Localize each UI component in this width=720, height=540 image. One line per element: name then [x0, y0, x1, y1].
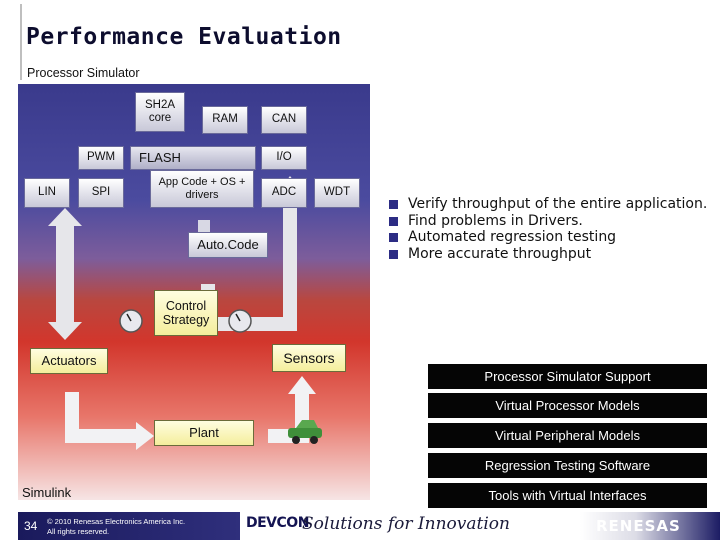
can-label: CAN [271, 113, 297, 126]
wdt-label: WDT [323, 186, 351, 199]
gauge-icon-right [228, 309, 252, 333]
bullet-text: Automated regression testing [408, 229, 617, 246]
bullet-item: Find problems in Drivers. [389, 213, 709, 230]
footer-bar [18, 512, 240, 540]
simulator-diagram: SH2A core RAM CAN PWM FLASH I/O LIN SPI … [18, 84, 370, 500]
brand-bar [580, 512, 720, 540]
page-subtitle: Processor Simulator [27, 66, 140, 80]
copyright: © 2010 Renesas Electronics America Inc. … [47, 517, 227, 537]
flash-box: FLASH [130, 146, 256, 170]
actuators-plant-arrow [65, 392, 154, 450]
bullet-square-icon [389, 200, 398, 209]
adc-box: ADC [261, 178, 307, 208]
ram-box: RAM [202, 106, 248, 134]
simulink-label: Simulink [22, 485, 72, 500]
auto-code-box: Auto.Code [188, 232, 268, 258]
auto-code-label: Auto.Code [197, 236, 259, 252]
bullet-item: Automated regression testing [389, 229, 709, 246]
control-strategy-box: Control Strategy [154, 290, 218, 336]
flash-label: FLASH [139, 150, 181, 165]
page-number: 34 [24, 519, 38, 533]
page-title: Performance Evaluation [26, 24, 342, 50]
pwm-label: PWM [86, 151, 116, 164]
title-rule [20, 4, 22, 80]
lin-label: LIN [38, 186, 56, 199]
app-code-box: App Code + OS + drivers [150, 170, 254, 208]
bullet-square-icon [389, 233, 398, 243]
bullet-square-icon [389, 216, 398, 226]
car-icon [288, 420, 322, 444]
actuators-label: Actuators [41, 352, 97, 368]
bullet-list: Verify throughput of the entire applicat… [389, 196, 709, 262]
app-code-label: App Code + OS + drivers [158, 176, 246, 201]
actuators-box: Actuators [30, 348, 108, 374]
bullet-text: Find problems in Drivers. [408, 212, 583, 229]
renesas-logo: RENESAS [596, 517, 681, 535]
lin-actuators-double-arrow [48, 208, 82, 340]
bullet-text: More accurate throughput [408, 245, 592, 262]
bullet-item: Verify throughput of the entire applicat… [389, 196, 709, 213]
tagline: Solutions for Innovation [302, 514, 510, 534]
wdt-box: WDT [314, 178, 360, 208]
copyright-line-1: © 2010 Renesas Electronics America Inc. [47, 517, 186, 526]
pwm-box: PWM [78, 146, 124, 170]
support-box-virtual-processor: Virtual Processor Models [428, 393, 707, 418]
sensors-label: Sensors [283, 349, 335, 366]
support-box-regression-testing: Regression Testing Software [428, 453, 707, 478]
support-box-processor-simulator: Processor Simulator Support [428, 364, 707, 389]
support-box-virtual-interfaces: Tools with Virtual Interfaces [428, 483, 707, 508]
lin-box: LIN [24, 178, 70, 208]
bullet-item: More accurate throughput [389, 246, 709, 263]
bullet-square-icon [389, 249, 398, 259]
devcon-logo: DEVCON [246, 515, 309, 531]
sh2a-core-box: SH2A core [135, 92, 185, 132]
spi-label: SPI [91, 186, 111, 199]
ram-label: RAM [212, 113, 238, 126]
io-label: I/O [276, 151, 292, 164]
io-box: I/O [261, 146, 307, 170]
sensors-box: Sensors [272, 344, 346, 372]
adc-label: ADC [271, 186, 297, 199]
support-box-virtual-peripheral: Virtual Peripheral Models [428, 423, 707, 448]
bullet-text: Verify throughput of the entire applicat… [408, 196, 708, 212]
sh2a-core-label: SH2A core [144, 98, 176, 124]
spi-box: SPI [78, 178, 124, 208]
copyright-line-2: All rights reserved. [47, 526, 110, 536]
control-strategy-label: Control Strategy [162, 298, 210, 327]
plant-box: Plant [154, 420, 254, 446]
gauge-icon-left [119, 309, 143, 333]
can-box: CAN [261, 106, 307, 134]
plant-label: Plant [189, 424, 219, 440]
